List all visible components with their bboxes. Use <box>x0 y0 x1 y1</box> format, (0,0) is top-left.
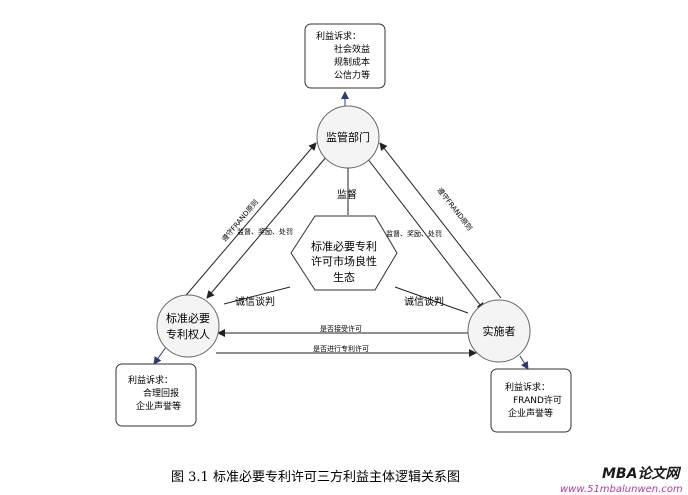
watermark-url: www.51mbalunwen.com <box>560 484 683 495</box>
node-regulator: 监管部门 <box>316 105 380 169</box>
edge-label-grant-license: 是否进行专利许可 <box>313 344 369 353</box>
interest-item: FRAND许可 <box>513 394 562 406</box>
center-label-line1: 标准必要专利 <box>311 239 377 253</box>
interest-box-title: 利益诉求： <box>505 381 550 393</box>
node-patentee: 标准必要 专利权人 <box>156 294 220 358</box>
interest-item: 规制成本 <box>334 56 370 68</box>
watermark-brand: MBA论文网 <box>602 465 681 482</box>
node-label-line1: 标准必要 <box>166 311 210 325</box>
center-label-line2: 许可市场良性 <box>311 254 377 268</box>
edge-label-accept-license: 是否接受许可 <box>320 324 362 333</box>
connector-implementer-center <box>394 286 469 314</box>
interest-item: 公信力等 <box>334 69 370 81</box>
edge-label-left-inner: 监督、奖励、处罚 <box>237 227 293 236</box>
arrow-implementer-to-regulator <box>379 142 502 299</box>
arrow-patentee-to-box <box>153 346 167 365</box>
node-label-line2: 专利权人 <box>166 327 210 341</box>
edge-label-left-outer: 遵守FRAND原则 <box>220 198 260 244</box>
interest-box-right: 利益诉求： FRAND许可 企业声誉等 <box>490 368 572 433</box>
figure-caption: 图 3.1 标准必要专利许可三方利益主体逻辑关系图 <box>171 469 460 485</box>
node-label: 监管部门 <box>326 130 370 144</box>
edge-label-good-faith-right: 诚信谈判 <box>404 295 444 308</box>
interest-box-left: 利益诉求： 合理回报 企业声誉等 <box>115 363 197 427</box>
edge-label-supervise: 监督 <box>337 188 357 201</box>
arrow-regulator-to-patentee <box>206 155 328 299</box>
arrow-implementer-to-box <box>519 355 529 370</box>
interest-box-title: 利益诉求： <box>316 30 361 42</box>
interest-item: 企业声誉等 <box>508 407 553 419</box>
arrow-patentee-to-regulator <box>181 142 317 301</box>
center-label-line3: 生态 <box>333 270 355 284</box>
edge-label-right-outer: 遵守FRAND原则 <box>435 186 474 233</box>
edge-label-right-inner: 监督、奖励、处罚 <box>386 229 442 238</box>
interest-box-top: 利益诉求： 社会效益 规制成本 公信力等 <box>304 23 386 89</box>
arrow-regulator-to-implementer <box>366 157 485 311</box>
connector-patentee-center <box>223 286 291 305</box>
interest-box-title: 利益诉求： <box>128 374 173 386</box>
node-implementer: 实施者 <box>467 299 531 363</box>
interest-item: 合理回报 <box>143 387 179 399</box>
edge-label-good-faith-left: 诚信谈判 <box>235 295 275 308</box>
node-label: 实施者 <box>483 324 516 338</box>
interest-item: 社会效益 <box>334 43 370 55</box>
interest-item: 企业声誉等 <box>136 400 181 412</box>
center-hexagon: 标准必要专利 许可市场良性 生态 <box>290 215 398 291</box>
